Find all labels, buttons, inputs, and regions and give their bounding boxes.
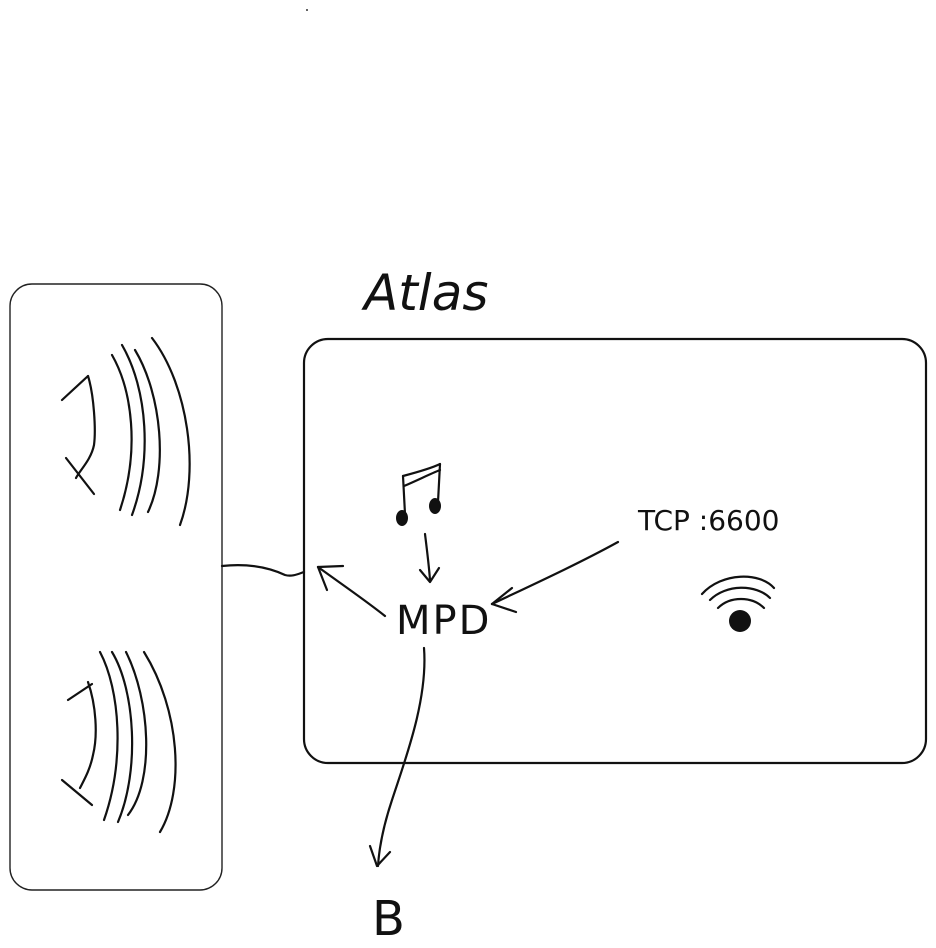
atlas-title: Atlas bbox=[361, 264, 488, 322]
lower-speaker-icon bbox=[60, 650, 177, 834]
upper-speaker-icon bbox=[60, 336, 191, 527]
speaker-enclosure bbox=[9, 283, 223, 891]
bluetooth-label: B bbox=[372, 891, 405, 947]
mpd-label: MPD bbox=[396, 598, 491, 644]
wifi-icon bbox=[700, 575, 776, 632]
arrow-tcp-to-mpd bbox=[490, 540, 620, 614]
arrow-music-to-mpd bbox=[418, 532, 441, 584]
stray-dot bbox=[306, 9, 308, 11]
music-note-icon bbox=[396, 462, 442, 526]
tcp-port-label: TCP :6600 bbox=[637, 504, 780, 537]
speaker-connection-wire bbox=[220, 564, 306, 577]
arrow-mpd-to-speakers bbox=[316, 564, 387, 618]
arrow-mpd-to-bluetooth bbox=[368, 646, 426, 868]
atlas-box bbox=[302, 337, 928, 765]
